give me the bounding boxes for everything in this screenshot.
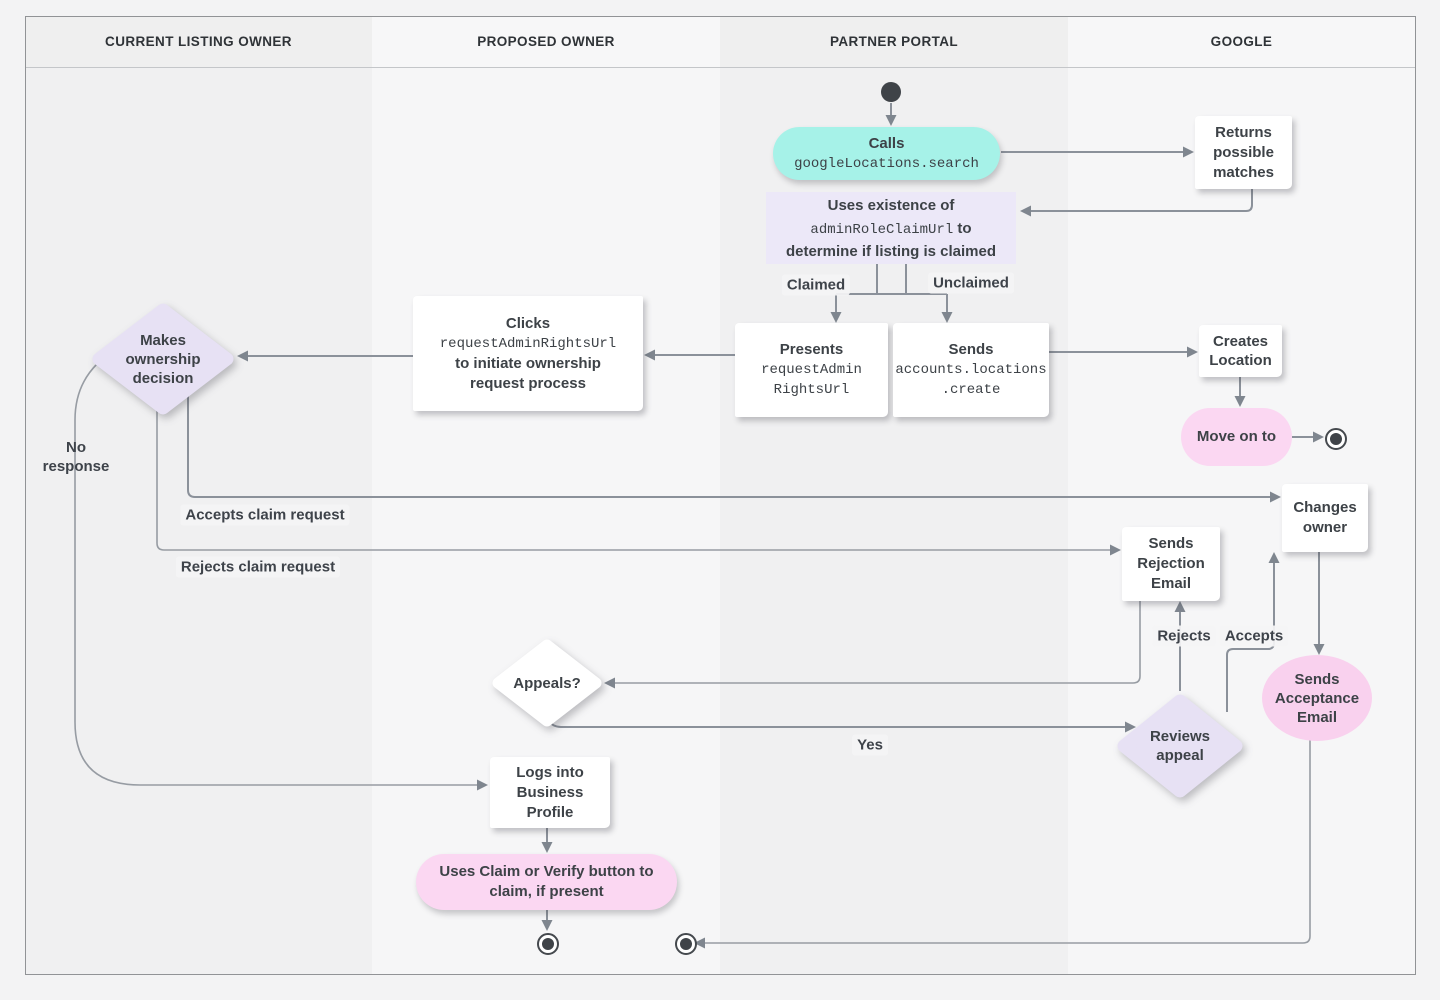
node-calls-google-locations-search: Calls googleLocations.search xyxy=(773,127,1000,180)
presents-code-line1: requestAdmin xyxy=(761,362,862,378)
creates-label: Creates Location xyxy=(1209,333,1272,369)
node-reviews-appeal: Reviews appeal xyxy=(1117,694,1243,798)
node-move-on-to: Move on to xyxy=(1181,408,1292,466)
uses-line2: determine if listing is claimed xyxy=(785,242,997,260)
lane-header-proposed-owner: PROPOSED OWNER xyxy=(372,16,720,68)
calls-code: googleLocations.search xyxy=(794,155,979,172)
start-node xyxy=(881,82,901,102)
uses-after-code: to xyxy=(953,219,972,237)
rejection-label: Sends Rejection Email xyxy=(1137,535,1205,592)
node-presents-request-admin-rights-url: Presents requestAdmin RightsUrl xyxy=(735,323,888,417)
edge-label-unclaimed: Unclaimed xyxy=(928,272,1014,294)
edge-label-accepts: Accepts xyxy=(1219,625,1289,647)
claim-label: Uses Claim or Verify button to claim, if… xyxy=(439,863,654,900)
node-clicks-request-admin-rights-url: Clicks requestAdminRightsUrl to initiate… xyxy=(413,296,643,411)
decision-label: Makes ownership decision xyxy=(125,331,201,387)
edge-label-yes: Yes xyxy=(852,734,888,756)
uses-code: adminRoleClaimUrl xyxy=(810,221,954,238)
end-node-google xyxy=(1325,428,1347,450)
node-returns-possible-matches: Returns possible matches xyxy=(1195,116,1292,189)
clicks-line3: request process xyxy=(470,374,586,392)
clicks-title: Clicks xyxy=(505,314,551,332)
node-uses-claim-or-verify-button: Uses Claim or Verify button to claim, if… xyxy=(416,854,677,910)
end-node-appeal-accepted xyxy=(675,933,697,955)
sends-title: Sends xyxy=(948,341,994,358)
edge-label-rejects-claim-request: Rejects claim request xyxy=(175,556,341,578)
calls-title: Calls xyxy=(868,134,905,152)
node-sends-rejection-email: Sends Rejection Email xyxy=(1122,527,1220,601)
edge-label-rejects: Rejects xyxy=(1152,625,1216,647)
acceptance-label: Sends Acceptance Email xyxy=(1274,670,1360,726)
logs-label: Logs into Business Profile xyxy=(516,763,584,821)
appeals-label: Appeals? xyxy=(513,674,581,692)
node-makes-ownership-decision: Makes ownership decision xyxy=(92,303,234,415)
moveon-label: Move on to xyxy=(1196,428,1277,445)
node-changes-owner: Changes owner xyxy=(1282,484,1368,552)
node-creates-location: Creates Location xyxy=(1199,325,1282,377)
end-node-proposed-owner xyxy=(537,933,559,955)
uses-line1: Uses existence of xyxy=(827,196,955,214)
node-uses-existence-admin-role-claim-url: Uses existence of adminRoleClaimUrl to d… xyxy=(766,192,1016,264)
lane-proposed-owner: PROPOSED OWNER xyxy=(372,16,721,974)
sends-code-line1: accounts.locations xyxy=(895,362,1047,378)
node-sends-accounts-locations-create: Sends accounts.locations .create xyxy=(893,323,1049,417)
lane-current-listing-owner: CURRENT LISTING OWNER xyxy=(25,16,373,974)
node-appeals-decision: Appeals? xyxy=(492,639,602,727)
edge-label-no-response: No response xyxy=(42,439,110,475)
lane-header-partner-portal: PARTNER PORTAL xyxy=(720,16,1068,68)
returns-label: Returns possible matches xyxy=(1213,123,1274,181)
sends-code-line2: .create xyxy=(941,382,1001,398)
appeals-diamond-shape xyxy=(492,639,602,727)
node-sends-acceptance-email: Sends Acceptance Email xyxy=(1262,655,1372,741)
lane-header-current-listing-owner: CURRENT LISTING OWNER xyxy=(25,16,372,68)
clicks-line2: to initiate ownership xyxy=(455,354,601,372)
node-logs-into-business-profile: Logs into Business Profile xyxy=(490,757,610,828)
lane-header-google: GOOGLE xyxy=(1068,16,1415,68)
presents-code-line2: RightsUrl xyxy=(773,382,850,398)
changes-label: Changes owner xyxy=(1293,499,1357,536)
presents-title: Presents xyxy=(779,341,844,358)
edge-label-accepts-claim-request: Accepts claim request xyxy=(180,504,350,526)
edge-label-claimed: Claimed xyxy=(781,274,851,296)
clicks-code: requestAdminRightsUrl xyxy=(439,335,617,352)
reviews-label: Reviews appeal xyxy=(1149,728,1211,764)
